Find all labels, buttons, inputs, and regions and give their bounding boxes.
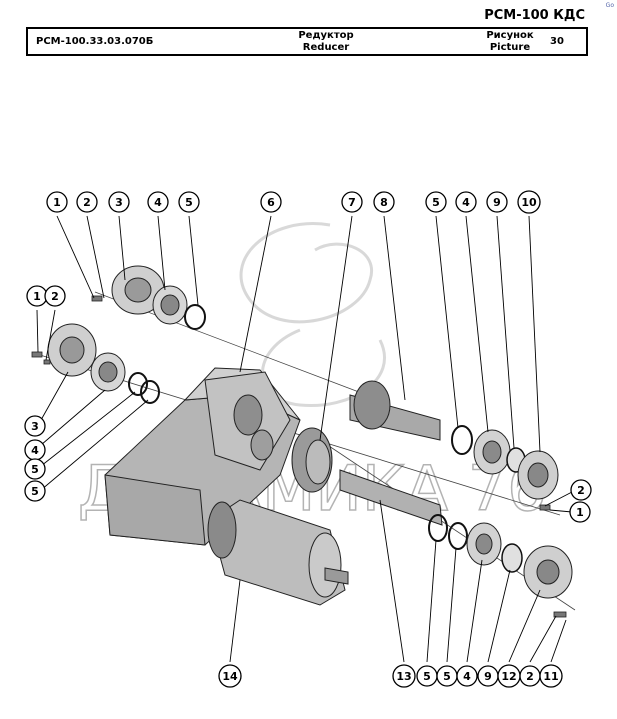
callout: 5 bbox=[24, 458, 46, 480]
callout-label: 2 bbox=[51, 290, 59, 303]
callout: 9 bbox=[486, 191, 508, 213]
callout-label: 5 bbox=[31, 463, 39, 476]
callout: 13 bbox=[392, 664, 416, 688]
title-ru: Редуктор bbox=[298, 30, 354, 41]
callout: 5 bbox=[178, 191, 200, 213]
figure-label-ru: Рисунок bbox=[486, 30, 534, 41]
callout-label: 8 bbox=[380, 196, 388, 209]
callout: 2 bbox=[76, 191, 98, 213]
leader-lines bbox=[36, 215, 573, 663]
callout-label: 5 bbox=[185, 196, 193, 209]
title-block: РСМ-100.33.03.070Б Редуктор Reducer Рису… bbox=[26, 27, 588, 56]
spacer-ring-right-lower bbox=[501, 543, 523, 573]
callout: 2 bbox=[44, 285, 66, 307]
bearing-upper-left bbox=[152, 285, 188, 325]
oring-lower-left-b bbox=[140, 380, 160, 404]
callout-label: 5 bbox=[423, 670, 431, 683]
callout: 8 bbox=[373, 191, 395, 213]
pinion-shaft bbox=[349, 380, 441, 441]
oring-right-lower-b bbox=[448, 522, 468, 550]
callout: 4 bbox=[456, 665, 478, 687]
callouts: 1 2 3 4 5 1 2 3 4 5 5 6 7 8 5 4 9 10 2 1… bbox=[24, 190, 592, 688]
callout-label: 9 bbox=[493, 196, 501, 209]
callout-label: 11 bbox=[543, 670, 558, 683]
callout-label: 1 bbox=[576, 506, 584, 519]
output-shaft bbox=[339, 469, 443, 526]
bearing-right-lower bbox=[466, 522, 502, 566]
callout: 14 bbox=[218, 664, 242, 688]
callout: 2 bbox=[519, 665, 541, 687]
callout-label: 5 bbox=[31, 485, 39, 498]
callout: 1 bbox=[46, 191, 68, 213]
corner-mark: Go bbox=[605, 2, 614, 9]
callout-label: 5 bbox=[432, 196, 440, 209]
figure-label-en: Picture bbox=[489, 42, 531, 53]
callout: 11 bbox=[539, 664, 563, 688]
callout-label: 4 bbox=[31, 444, 39, 457]
callout: 7 bbox=[341, 191, 363, 213]
oring-right-upper bbox=[451, 425, 473, 455]
bearing-lower-left bbox=[90, 352, 126, 392]
model-title: РСМ-100 КДС bbox=[484, 8, 585, 23]
oring-right-lower-a bbox=[428, 514, 448, 542]
watermark-logo bbox=[239, 222, 387, 408]
callout: 1 bbox=[569, 501, 591, 523]
callout-label: 10 bbox=[521, 196, 537, 209]
callout-label: 4 bbox=[462, 196, 470, 209]
callout: 5 bbox=[416, 665, 438, 687]
callout: 4 bbox=[455, 191, 477, 213]
gearbox-housing bbox=[104, 367, 301, 546]
callout-label: 13 bbox=[396, 670, 411, 683]
gear-wheel bbox=[291, 427, 333, 493]
callout: 6 bbox=[260, 191, 282, 213]
bearing-cover-lower-left bbox=[47, 323, 97, 377]
hydraulic-motor bbox=[207, 499, 349, 606]
callout: 3 bbox=[108, 191, 130, 213]
end-cover-right-upper bbox=[517, 450, 559, 500]
bolts-left bbox=[31, 295, 103, 365]
callout-label: 4 bbox=[463, 670, 471, 683]
callout-label: 1 bbox=[53, 196, 61, 209]
assembly-title: Редуктор Reducer bbox=[276, 30, 376, 54]
callout: 5 bbox=[436, 665, 458, 687]
callout: 10 bbox=[517, 190, 541, 214]
figure-number: 30 bbox=[550, 36, 564, 47]
part-number: РСМ-100.33.03.070Б bbox=[36, 36, 154, 47]
callout-label: 9 bbox=[484, 670, 492, 683]
callout-label: 12 bbox=[501, 670, 516, 683]
callout: 3 bbox=[24, 415, 46, 437]
callout-label: 1 bbox=[33, 290, 41, 303]
callout: 9 bbox=[477, 665, 499, 687]
title-en: Reducer bbox=[302, 42, 350, 53]
callout: 4 bbox=[147, 191, 169, 213]
bolts-right bbox=[539, 504, 567, 618]
callout-label: 14 bbox=[222, 670, 238, 683]
callout: 5 bbox=[425, 191, 447, 213]
oring-upper-left bbox=[184, 304, 206, 330]
figure-label: Рисунок Picture bbox=[480, 30, 540, 54]
callout-label: 6 bbox=[267, 196, 275, 209]
callout-label: 3 bbox=[115, 196, 123, 209]
oring-lower-left-a bbox=[128, 372, 148, 396]
callout: 1 bbox=[26, 285, 48, 307]
callout: 5 bbox=[24, 480, 46, 502]
callout: 4 bbox=[24, 439, 46, 461]
callout: 2 bbox=[570, 479, 592, 501]
callout: 12 bbox=[497, 664, 521, 688]
end-cover-right-lower bbox=[523, 545, 573, 599]
callout-label: 5 bbox=[443, 670, 451, 683]
callout-label: 4 bbox=[154, 196, 162, 209]
callout-label: 2 bbox=[526, 670, 534, 683]
callout-label: 2 bbox=[577, 484, 585, 497]
callout-label: 2 bbox=[83, 196, 91, 209]
callout-label: 7 bbox=[348, 196, 356, 209]
bearing-right-upper bbox=[473, 429, 511, 475]
callout-label: 3 bbox=[31, 420, 39, 433]
